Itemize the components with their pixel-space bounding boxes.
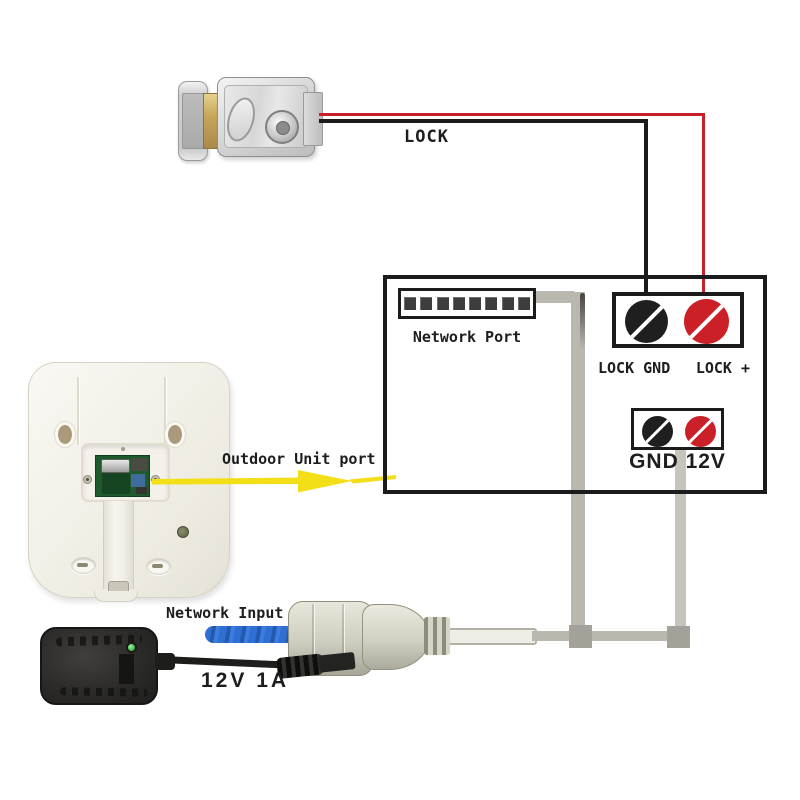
panel-screw <box>83 475 92 484</box>
mount-slot-bottom <box>71 557 96 574</box>
outdoor-unit-port-label: Outdoor Unit port <box>222 450 376 468</box>
adapter-rating-label: 12V 1A <box>201 669 290 692</box>
port-pin <box>469 297 482 310</box>
lock-label: LOCK <box>404 127 449 147</box>
cable-bend-shadow <box>580 293 585 349</box>
network-cable-vertical <box>571 292 585 648</box>
network-port <box>398 288 536 319</box>
port-pin <box>436 297 449 310</box>
gnd-12v-label: GND 12V <box>629 450 726 473</box>
panel-hole <box>121 447 125 451</box>
wire-junction-right <box>667 626 690 648</box>
network-port-label: Network Port <box>412 328 522 346</box>
lock-plus-wire-vertical <box>702 113 705 303</box>
case-screw <box>177 526 189 538</box>
mount-slot <box>58 425 72 444</box>
lock-strike-plate-inner <box>182 93 204 149</box>
lock-terminal-block <box>612 292 744 348</box>
cable-channel <box>103 501 134 589</box>
pcb-socket-blue <box>131 474 145 487</box>
port-pin <box>485 297 498 310</box>
unit-ridge <box>77 377 79 445</box>
electric-lock-body <box>217 77 315 157</box>
port-pin <box>452 297 465 310</box>
adapter-vent-ridges <box>59 687 149 697</box>
pcb-connector <box>101 459 130 473</box>
network-input-label: Network Input <box>166 604 284 622</box>
gnd-terminal <box>642 416 673 447</box>
power-adapter <box>40 627 158 705</box>
lock-plus-label: LOCK + <box>695 359 750 377</box>
lock-keyhole <box>276 121 290 135</box>
lock-terminal-labels: LOCK GND LOCK + <box>598 359 750 377</box>
network-port-cable <box>533 291 575 303</box>
splitter-strain-relief <box>424 617 450 655</box>
pcb-socket <box>131 458 147 471</box>
poe-splitter-nose <box>362 604 430 670</box>
splitter-seam <box>342 604 344 670</box>
splitter-seam <box>312 604 314 670</box>
power-wire-vertical <box>675 448 686 648</box>
port-pin <box>501 297 514 310</box>
outdoor-unit-port-arrow-icon <box>152 470 396 493</box>
lock-cylinder <box>265 110 299 144</box>
network-input-cable <box>205 626 295 643</box>
mount-slot-bottom <box>146 558 171 575</box>
unit-circuit-board <box>95 455 150 497</box>
plug-tip <box>318 651 356 673</box>
indoor-control-box <box>383 275 767 494</box>
adapter-dc-cable <box>171 656 288 669</box>
power-terminal-block <box>631 408 724 450</box>
splitter-output-cable <box>447 628 537 645</box>
12v-terminal <box>685 416 716 447</box>
lock-gnd-wire-vertical <box>644 119 648 303</box>
port-pin <box>420 297 433 310</box>
lock-gnd-wire-horizontal <box>319 119 648 123</box>
lock-gnd-terminal <box>625 300 668 343</box>
mount-slot <box>168 425 182 444</box>
port-pin <box>404 297 416 310</box>
adapter-cable-strain-relief <box>155 653 175 670</box>
lock-gnd-label: LOCK GND <box>598 359 671 377</box>
pcb-chip <box>136 487 147 494</box>
unit-ridge <box>164 377 166 445</box>
splitter-wire-horizontal <box>532 631 680 641</box>
lock-plus-terminal <box>684 299 729 344</box>
lock-plus-wire-horizontal <box>319 113 705 116</box>
pcb-inner-area <box>102 473 130 494</box>
unit-bottom-tab <box>94 591 138 602</box>
port-pin <box>517 297 530 310</box>
wire-junction-left <box>569 625 592 648</box>
adapter-power-led <box>128 644 135 651</box>
adapter-label-strip <box>119 654 134 684</box>
